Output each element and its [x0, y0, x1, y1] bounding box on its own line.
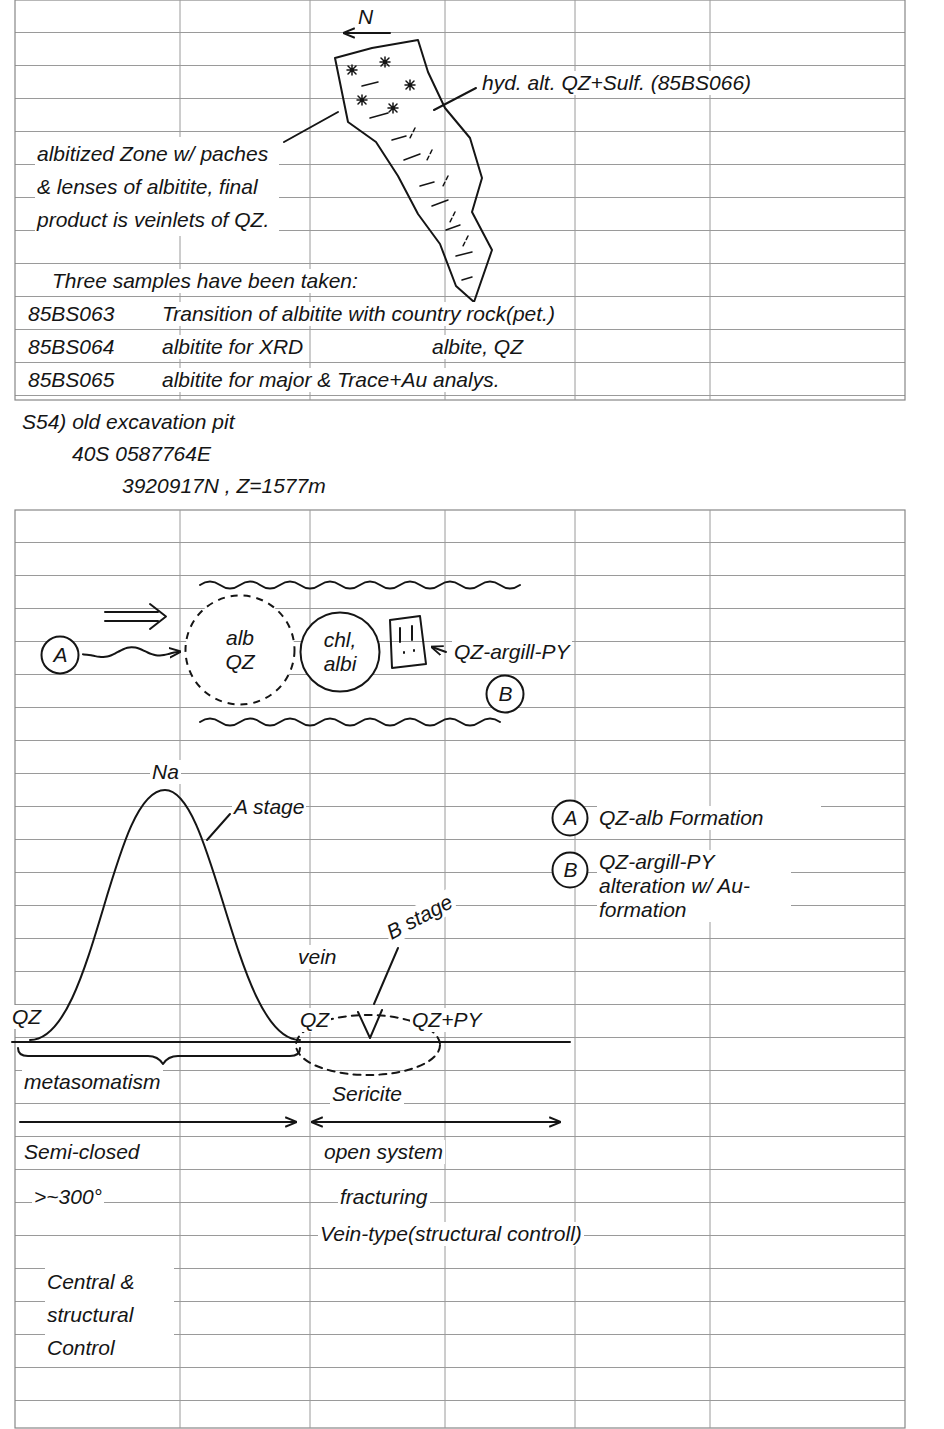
circle-outline: [42, 637, 79, 674]
circle-outline: [487, 676, 524, 713]
mineral-label: chl, albi: [316, 628, 364, 676]
letter-circle: B: [485, 674, 525, 714]
process-label: fracturing: [338, 1185, 430, 1209]
alteration-hatching: [362, 82, 472, 280]
range-arrow: [312, 1121, 560, 1123]
argillic-patch: [390, 616, 426, 668]
flow-arrow: [105, 604, 166, 629]
mineral-label: QZ: [10, 1005, 43, 1029]
circle-letter: B: [563, 858, 578, 882]
range-arrow: [20, 1121, 296, 1123]
circle-outline: [301, 613, 380, 692]
note-text: albitized Zone w/ paches & lenses of alb…: [35, 137, 279, 236]
site-heading: S54) old excavation pit: [20, 410, 236, 434]
vein-label: vein: [296, 945, 339, 969]
note-text: hyd. alt. QZ+Sulf. (85BS066): [480, 71, 753, 95]
vein-dashes: [409, 128, 468, 248]
mineral-label: QZ+PY: [410, 1008, 483, 1032]
legend-text: QZ-argill-PY alteration w/ Au-formation: [597, 850, 791, 922]
albitite-symbols: [347, 57, 415, 113]
mineral-label: Sericite: [330, 1082, 404, 1106]
vein-mark: [358, 1010, 382, 1038]
grid-panel: [15, 0, 905, 400]
stage-label: A stage: [232, 795, 306, 819]
letter-circle: BQZ-argill-PY alteration w/ Au-formation: [551, 851, 589, 889]
brace: [18, 1048, 300, 1064]
alteration-zone: alb QZ: [184, 594, 296, 706]
coordinate: 40S 0587764E: [70, 442, 213, 466]
vein-wall: [200, 719, 500, 726]
sample-note: albitite for major & Trace+Au analys.: [160, 368, 502, 392]
alteration-zone: chl, albi: [299, 611, 381, 693]
coordinate: 3920917N , Z=1577m: [120, 474, 328, 498]
leader-line: [434, 88, 476, 110]
leader-arrow: [432, 647, 446, 652]
leader-line: [374, 948, 398, 1004]
na-curve: [30, 790, 300, 1040]
system-label: Semi-closed: [22, 1140, 142, 1164]
sample-id: 85BS065: [26, 368, 116, 392]
argillic-marks: [400, 626, 414, 653]
grid-panel: [15, 510, 905, 1428]
leader-line: [284, 112, 338, 142]
circle-letter: B: [498, 682, 513, 706]
circle-outline: [553, 853, 588, 888]
vein-wall: [200, 582, 520, 589]
system-label: open system: [322, 1140, 445, 1164]
process-label: metasomatism: [22, 1070, 163, 1094]
circle-letter: A: [53, 643, 68, 667]
leader-line: [207, 814, 230, 840]
grid-lines: [180, 510, 710, 1428]
control-note: Central & structural Control: [45, 1265, 174, 1364]
north-arrow: [344, 32, 390, 34]
wavy-arrow: [83, 647, 180, 657]
sample-id: 85BS064: [26, 335, 116, 359]
stage-label: B stage: [381, 889, 459, 946]
note-text: Three samples have been taken:: [50, 269, 360, 293]
mineral-label: QZ: [298, 1008, 331, 1032]
alteration-label: QZ-argill-PY: [452, 640, 572, 664]
sample-note: albitite for XRD: [160, 335, 305, 359]
circle-outline: [553, 801, 588, 836]
baseline: [12, 1041, 570, 1043]
circle-outline: [186, 596, 295, 705]
legend-text: QZ-alb Formation: [597, 806, 821, 830]
element-label: Na: [150, 760, 181, 784]
outcrop-outline: [335, 40, 492, 302]
circle-letter: A: [563, 806, 578, 830]
letter-circle: A: [40, 635, 80, 675]
sample-note: Transition of albitite with country rock…: [160, 302, 557, 326]
sample-note: albite, QZ: [430, 335, 525, 359]
control-note: Vein-type(structural controll): [318, 1222, 584, 1246]
letter-circle: AQZ-alb Formation: [551, 799, 589, 837]
north-label: N: [356, 5, 375, 29]
sample-id: 85BS063: [26, 302, 116, 326]
temperature-label: >~300°: [32, 1185, 104, 1209]
mineral-label: alb QZ: [218, 626, 263, 674]
